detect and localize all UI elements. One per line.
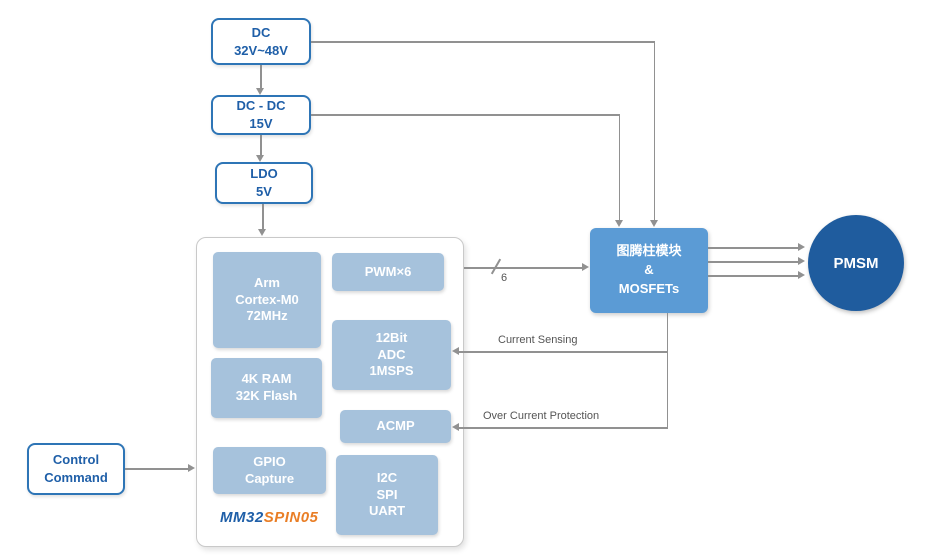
comm-block: I2C SPI UART — [336, 455, 438, 535]
chip-name-spin05: SPIN05 — [263, 509, 319, 526]
adc-line3: 1MSPS — [369, 363, 414, 379]
over-current-label: Over Current Protection — [483, 410, 600, 422]
ldo-label-line1: LDO — [250, 166, 278, 182]
acmp-block: ACMP — [340, 410, 451, 443]
chip-name-mm32: MM32 — [220, 509, 264, 526]
dc-input-label-line1: DC — [251, 24, 271, 40]
arrowhead-right — [188, 463, 195, 472]
pwm-block: PWM×6 — [332, 253, 444, 291]
adc-line1: 12Bit — [375, 329, 408, 345]
connector-phase-c — [708, 275, 798, 277]
core-line1: Arm — [253, 274, 280, 290]
memory-block: 4K RAM 32K Flash — [211, 358, 322, 418]
connector-control-to-mcu — [125, 468, 188, 470]
connector-ldo-to-mcu — [262, 204, 264, 229]
mosfet-block: 图腾柱模块 & MOSFETs — [590, 228, 708, 313]
connector-current-sensing — [459, 351, 668, 353]
pwm-label: PWM×6 — [364, 263, 412, 279]
arrowhead-right — [798, 242, 805, 251]
connector-15v-rail-horizontal — [311, 114, 620, 116]
core-line2: Cortex-M0 — [235, 291, 299, 307]
connector-dc-to-dcdc — [260, 65, 262, 89]
mosfet-line1: 图腾柱模块 — [616, 243, 682, 259]
ldo-block: LDO 5V — [215, 162, 313, 204]
arrowhead-down — [650, 220, 658, 227]
connector-phase-b — [708, 261, 798, 263]
connector-dcdc-to-ldo — [260, 135, 262, 155]
arrowhead-down — [258, 229, 266, 236]
adc-block: 12Bit ADC 1MSPS — [332, 320, 451, 390]
pmsm-motor: PMSM — [808, 215, 904, 311]
memory-line1: 4K RAM — [241, 371, 292, 387]
dcdc-label-line2: 15V — [249, 116, 273, 131]
arrowhead-right — [798, 256, 805, 265]
arrowhead-down — [615, 220, 623, 227]
connector-pwm-to-mosfets — [464, 267, 582, 269]
comm-line3: UART — [368, 503, 406, 519]
mosfet-line2: & — [644, 262, 654, 278]
control-command-line2: Command — [44, 470, 108, 485]
dc-input-block: DC 32V~48V — [211, 18, 311, 65]
comm-line2: SPI — [376, 486, 398, 502]
comm-line1: I2C — [376, 469, 398, 485]
arrowhead-left — [452, 422, 459, 431]
control-command-block: Control Command — [27, 443, 125, 495]
bus-width-label: 6 — [501, 272, 508, 284]
connector-phase-a — [708, 247, 798, 249]
connector-dc-rail-horizontal — [311, 41, 655, 43]
control-command-line1: Control — [52, 452, 100, 468]
arrowhead-right — [582, 262, 589, 271]
connector-dc-rail-vertical — [653, 41, 655, 220]
mosfet-line3: MOSFETs — [618, 280, 680, 296]
arrowhead-down — [256, 88, 264, 95]
arrowhead-down — [256, 155, 264, 162]
current-sensing-label: Current Sensing — [498, 334, 578, 346]
arrowhead-right — [798, 270, 805, 279]
arrowhead-left — [452, 346, 459, 355]
ldo-label-line2: 5V — [256, 184, 272, 199]
acmp-label: ACMP — [376, 418, 415, 434]
dcdc-converter-block: DC - DC 15V — [211, 95, 311, 135]
core-line3: 72MHz — [246, 308, 288, 324]
connector-15v-rail-vertical — [618, 114, 620, 220]
adc-line2: ADC — [377, 346, 406, 362]
dcdc-label-line1: DC - DC — [236, 98, 286, 114]
gpio-line2: Capture — [244, 470, 295, 486]
dc-input-label-line2: 32V~48V — [234, 42, 288, 58]
gpio-line1: GPIO — [253, 453, 286, 469]
chip-name: MM32SPIN05 — [220, 509, 318, 526]
connector-over-current — [459, 427, 668, 429]
gpio-block: GPIO Capture — [213, 447, 326, 494]
pmsm-label: PMSM — [833, 254, 879, 272]
memory-line2: 32K Flash — [235, 388, 298, 403]
mcu-core-block: Arm Cortex-M0 72MHz — [213, 252, 321, 348]
connector-feedback-vertical — [666, 313, 668, 428]
